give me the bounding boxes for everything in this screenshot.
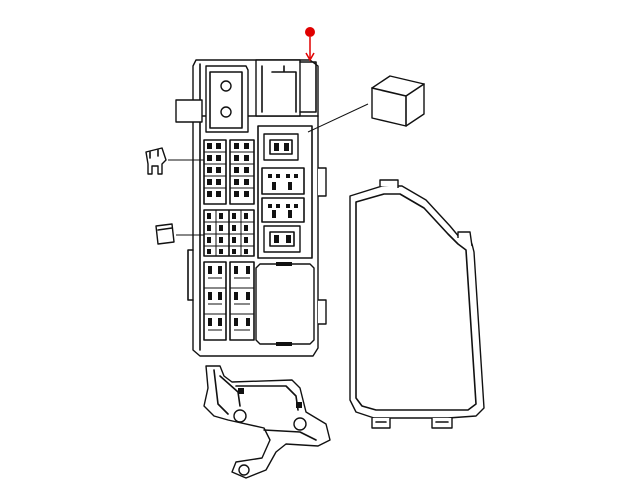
cover-bottom-clip-1 bbox=[372, 418, 390, 428]
marker-arrowhead bbox=[306, 53, 314, 60]
bracket-hole-2 bbox=[294, 418, 306, 430]
relay[interactable] bbox=[372, 76, 424, 126]
relay-leader-line bbox=[308, 104, 368, 132]
cavity-latch-bottom bbox=[276, 342, 292, 346]
box-side-clip-2 bbox=[318, 300, 326, 324]
mini-fuse-bank-upper bbox=[204, 140, 254, 204]
module-hole-bottom bbox=[221, 107, 231, 117]
top-left-module bbox=[206, 66, 248, 132]
bracket-hole-3 bbox=[239, 465, 249, 475]
cavity-latch-top bbox=[276, 262, 292, 266]
box-cover[interactable] bbox=[350, 180, 484, 428]
mounting-bracket[interactable] bbox=[204, 366, 330, 478]
large-cavity bbox=[256, 264, 314, 344]
cover-top-tab bbox=[380, 180, 398, 188]
module-hole-top bbox=[221, 81, 231, 91]
red-dot-pointer-arrow[interactable] bbox=[305, 27, 315, 60]
fuse-relay-box[interactable] bbox=[176, 60, 326, 356]
mini-fuse-bank-middle bbox=[204, 210, 254, 256]
bracket-hole-1 bbox=[234, 410, 246, 422]
relay-sockets bbox=[258, 126, 312, 258]
blade-fuse[interactable] bbox=[156, 224, 174, 244]
mini-fuse[interactable] bbox=[146, 148, 166, 174]
marker-dot bbox=[305, 27, 315, 37]
cover-bottom-clip-2 bbox=[432, 418, 452, 428]
box-side-clip-1 bbox=[318, 168, 326, 196]
top-connector bbox=[256, 60, 300, 116]
box-side-tab bbox=[176, 100, 202, 122]
fuse-bank-lower bbox=[204, 262, 254, 340]
cover-side-tab bbox=[458, 232, 472, 246]
